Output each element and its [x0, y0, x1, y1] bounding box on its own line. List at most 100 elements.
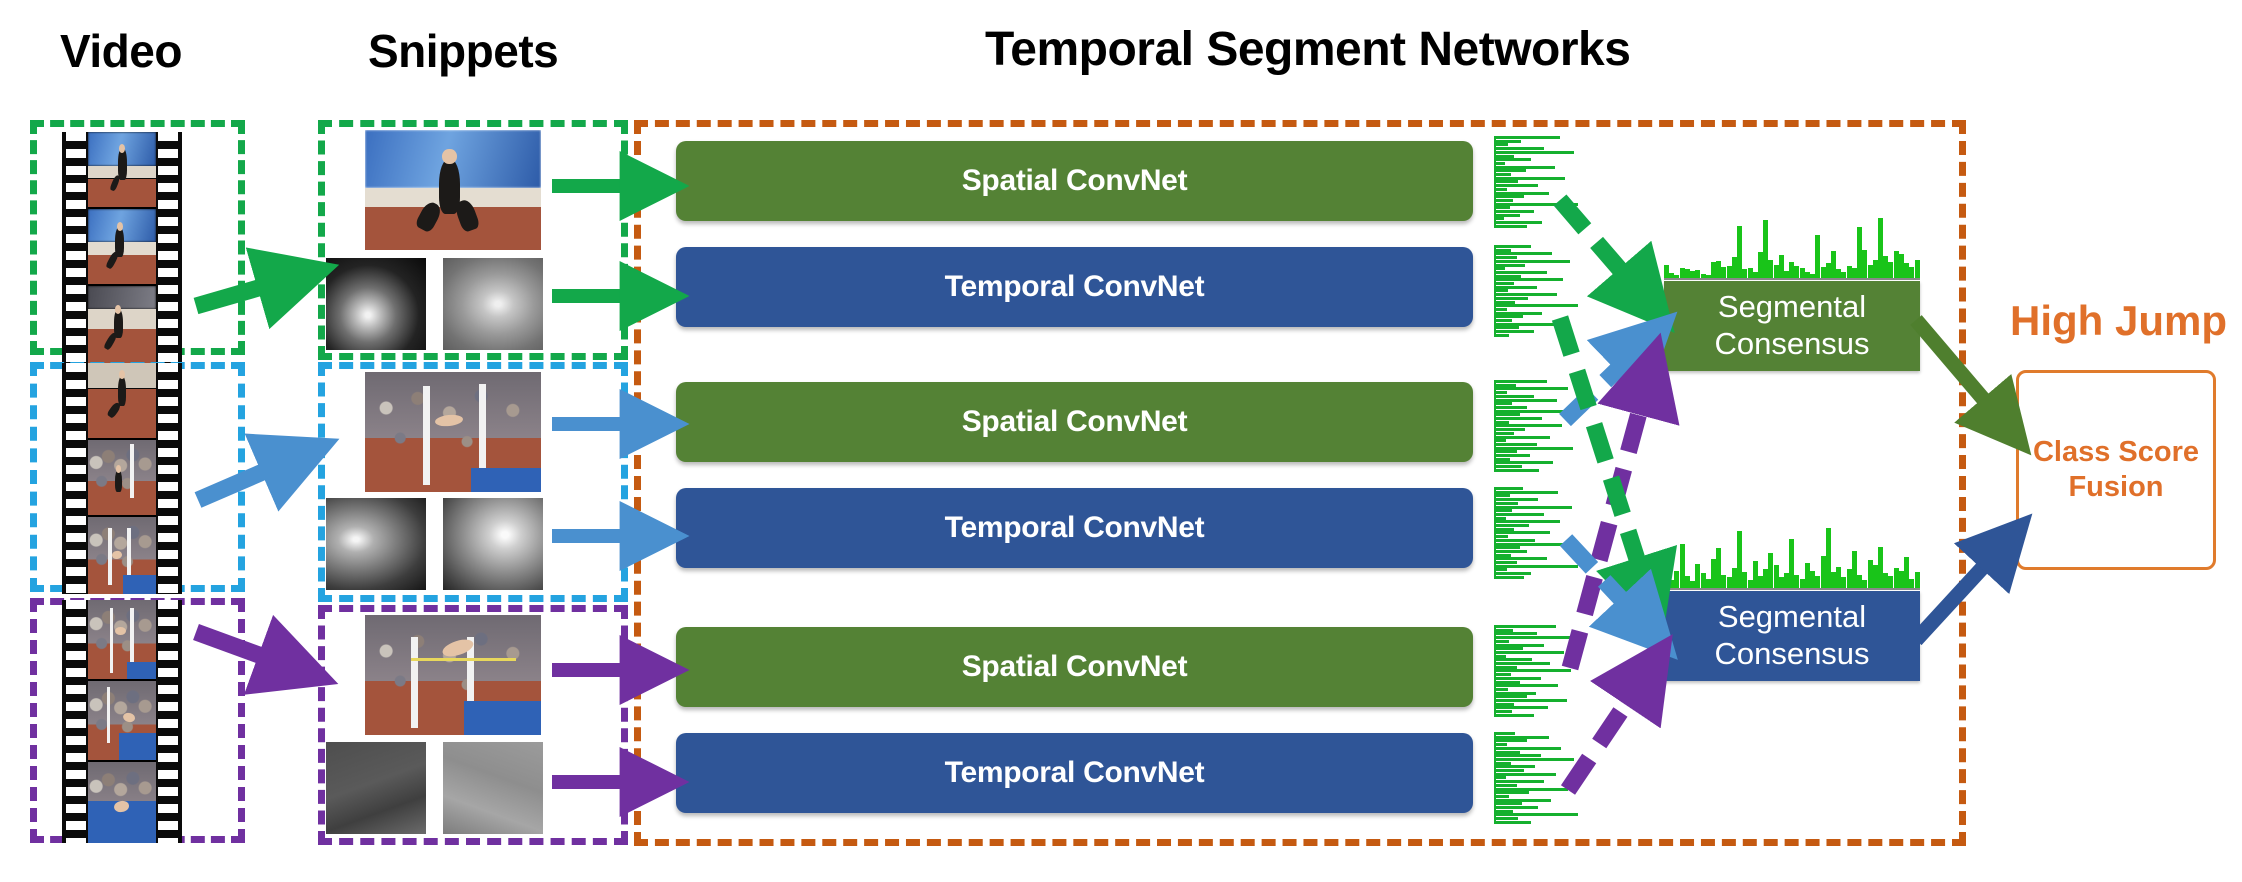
score-bar [1494, 431, 1515, 435]
score-bar [1494, 210, 1535, 214]
score-bar [1883, 255, 1889, 278]
score-bar [1716, 260, 1722, 278]
class-score-fusion-box[interactable]: Class Score Fusion [2016, 370, 2216, 570]
score-bar [1815, 235, 1821, 278]
score-bar [1494, 468, 1539, 472]
score-bar [1494, 319, 1512, 323]
score-bar [1494, 435, 1551, 439]
score-bar [1841, 271, 1847, 278]
score-bar [1494, 405, 1528, 409]
score-vector-segment-3-temporal [1494, 732, 1578, 824]
score-bar [1784, 270, 1790, 278]
score-bar [1494, 154, 1515, 158]
score-bar [1494, 713, 1534, 717]
snippet-segment-1-outline [318, 120, 628, 360]
score-bar [1768, 553, 1774, 588]
class-score-fusion-line2: Fusion [2068, 471, 2164, 503]
score-bar [1742, 269, 1748, 278]
score-bar [1494, 687, 1509, 691]
score-bar [1690, 581, 1696, 588]
score-bar [1914, 259, 1920, 278]
video-frame [88, 516, 156, 594]
score-bar [1494, 512, 1544, 516]
temporal-convnet-1[interactable]: Temporal ConvNet [676, 247, 1473, 327]
score-bar [1494, 169, 1526, 173]
score-bar [1494, 524, 1530, 528]
score-bar [1494, 706, 1549, 710]
score-bar [1494, 187, 1507, 191]
score-bar [1494, 442, 1537, 446]
spatial-convnet-2[interactable]: Spatial ConvNet [676, 382, 1473, 462]
video-frame [88, 680, 156, 762]
snippet-2-optical-flow-x [326, 498, 426, 590]
score-bar [1862, 580, 1868, 588]
score-bar [1893, 568, 1899, 588]
score-bar [1494, 654, 1506, 658]
score-bar [1731, 256, 1737, 278]
score-bar [1494, 669, 1572, 673]
segmental-consensus-spatial[interactable]: Segmental Consensus [1664, 281, 1920, 371]
score-bar [1494, 639, 1510, 643]
score-bar [1763, 569, 1769, 588]
video-frame [88, 208, 156, 286]
score-bar [1810, 274, 1816, 278]
score-bar [1494, 813, 1578, 817]
score-bar [1494, 454, 1531, 458]
score-bar [1700, 573, 1706, 588]
segmental-consensus-spatial-line2: Consensus [1714, 326, 1870, 361]
score-bar [1494, 739, 1528, 743]
score-bar [1494, 695, 1527, 699]
score-bar [1494, 307, 1508, 311]
score-bar [1494, 420, 1510, 424]
score-bar [1494, 732, 1515, 735]
score-bar [1494, 662, 1550, 666]
score-bar [1494, 439, 1507, 443]
segmental-consensus-temporal[interactable]: Segmental Consensus [1664, 591, 1920, 681]
score-bar [1721, 266, 1727, 278]
score-bar [1494, 643, 1545, 647]
score-bar [1494, 787, 1568, 791]
spatial-convnet-1[interactable]: Spatial ConvNet [676, 141, 1473, 221]
spatial-convnet-3[interactable]: Spatial ConvNet [676, 627, 1473, 707]
score-bar [1494, 494, 1510, 498]
score-bar [1695, 270, 1701, 278]
score-bar [1726, 265, 1732, 278]
score-bar [1494, 248, 1511, 252]
score-bar [1494, 176, 1566, 180]
score-bar [1705, 578, 1711, 588]
score-bar [1846, 569, 1852, 588]
score-bar [1494, 267, 1506, 271]
segmental-consensus-spatial-line1: Segmental [1717, 289, 1867, 325]
score-bar [1494, 798, 1552, 802]
score-bar [1494, 568, 1507, 572]
score-bar [1494, 817, 1518, 821]
score-bar [1494, 394, 1535, 398]
snippet-3-rgb-frame [365, 615, 541, 735]
score-bar [1752, 271, 1758, 278]
score-bar [1705, 274, 1711, 278]
score-bar [1825, 528, 1831, 588]
score-bar [1888, 262, 1894, 278]
score-bar [1914, 572, 1920, 588]
score-bar [1857, 574, 1863, 588]
score-bar [1820, 556, 1826, 588]
score-bar [1494, 409, 1578, 413]
score-bar [1867, 560, 1873, 588]
score-bar [1494, 769, 1524, 773]
score-bar [1494, 158, 1532, 162]
score-bar [1494, 252, 1552, 256]
temporal-convnet-2[interactable]: Temporal ConvNet [676, 488, 1473, 568]
score-bar [1784, 573, 1790, 588]
score-bar [1494, 743, 1508, 747]
score-bar [1494, 501, 1518, 505]
score-bar [1731, 568, 1737, 588]
score-bar [1799, 578, 1805, 588]
score-bar [1494, 765, 1536, 769]
temporal-convnet-3[interactable]: Temporal ConvNet [676, 733, 1473, 813]
score-bar [1684, 269, 1690, 278]
score-bar [1494, 673, 1512, 677]
score-bar [1494, 136, 1560, 139]
class-score-fusion-line1: Class Score [2032, 435, 2200, 468]
score-bar [1494, 224, 1527, 228]
score-bar [1815, 576, 1821, 588]
